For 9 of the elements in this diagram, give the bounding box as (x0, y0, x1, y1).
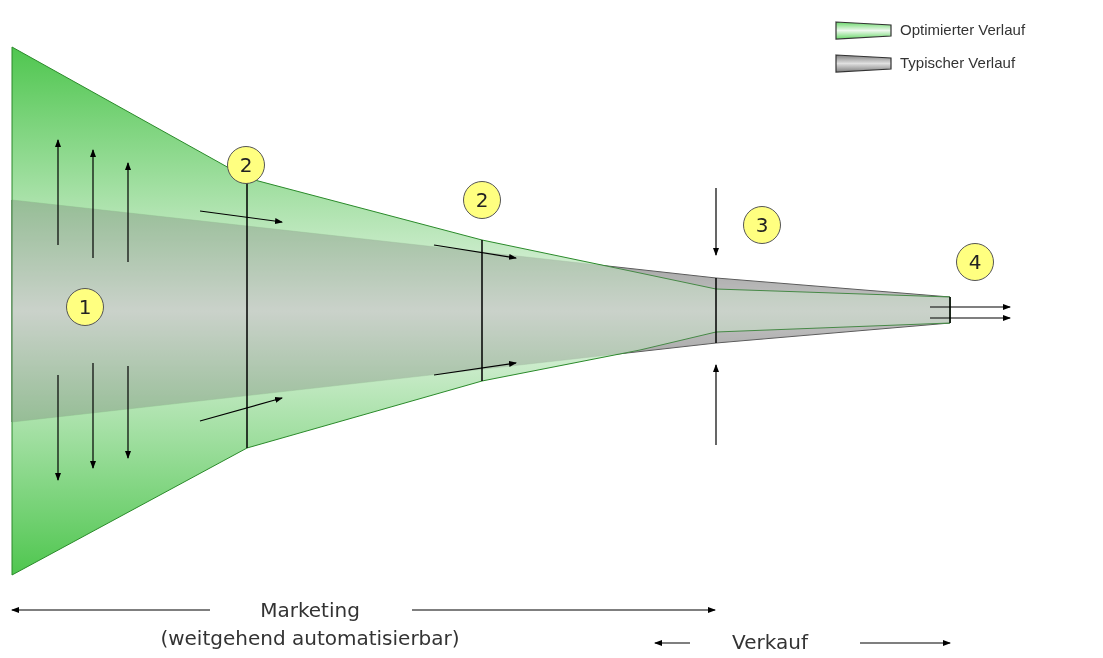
callout-number: 2 (463, 181, 501, 219)
callout-number: 3 (743, 206, 781, 244)
legend-label: Optimierter Verlauf (900, 21, 1026, 38)
section-label: Verkauf (732, 630, 808, 654)
note-text: (weitgehend automatisierbar) (160, 626, 460, 650)
section-label: Marketing (260, 598, 360, 622)
callout-number: 2 (227, 146, 265, 184)
callout-number: 4 (956, 243, 994, 281)
legend-label: Typischer Verlauf (900, 54, 1016, 71)
